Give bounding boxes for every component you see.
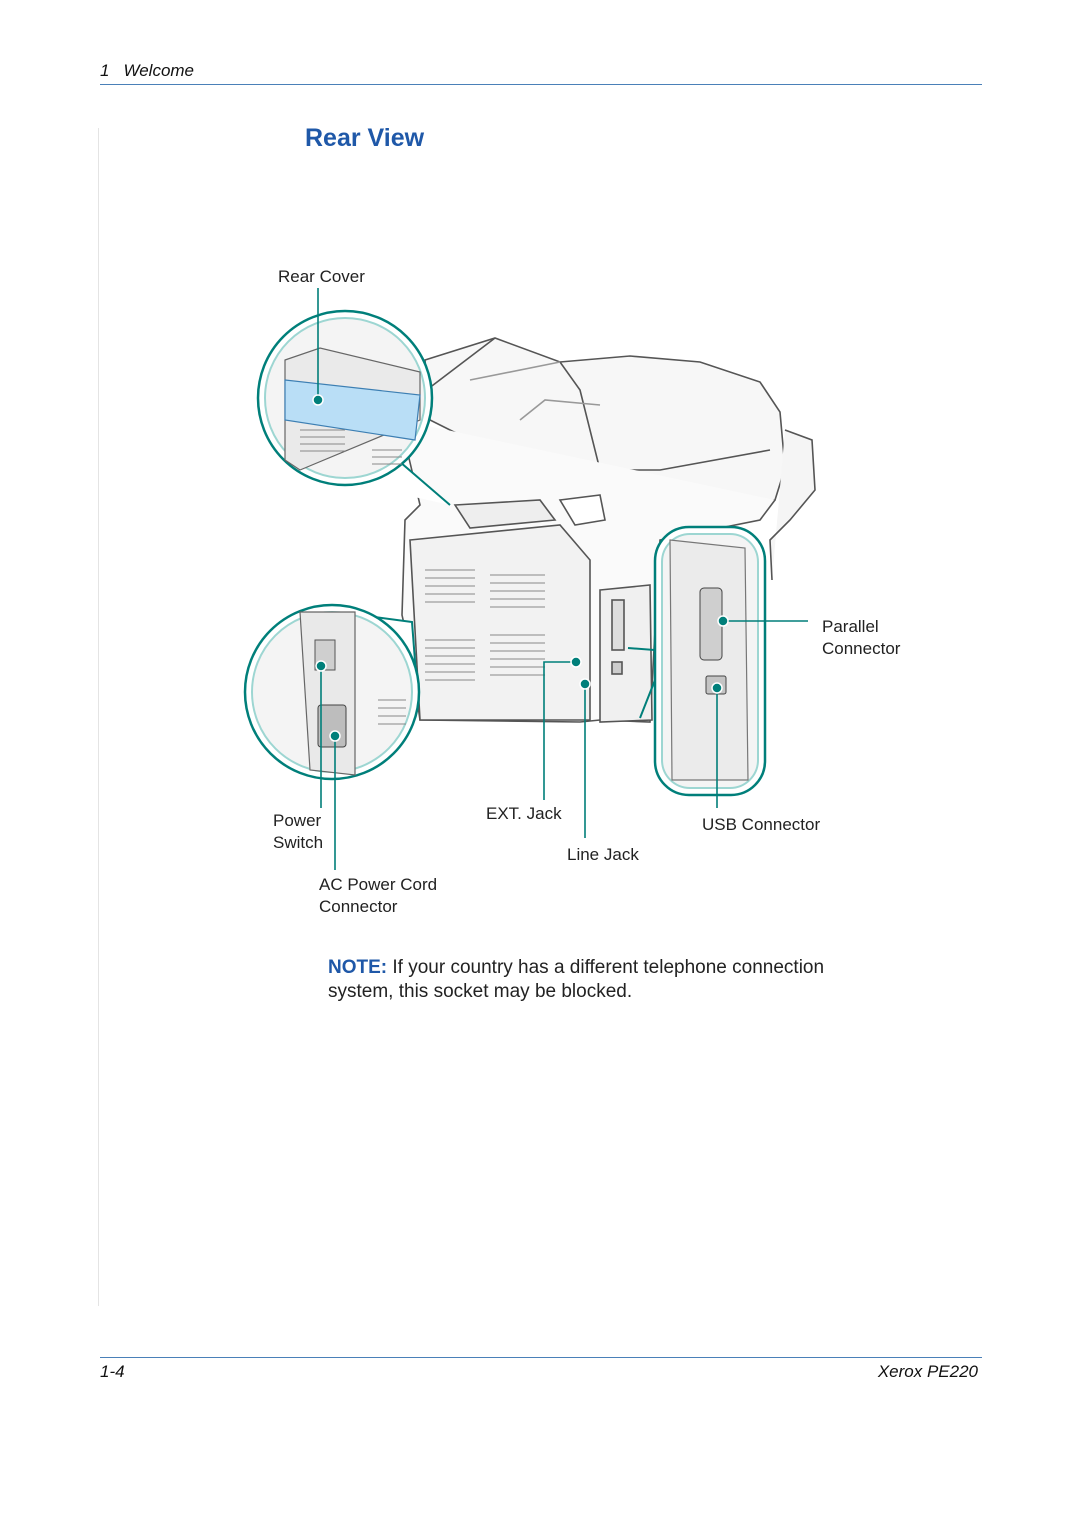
label-power-switch-line2: Switch — [273, 833, 324, 852]
rear-view-illustration — [243, 288, 816, 870]
label-ext-jack: EXT. Jack — [486, 804, 562, 823]
note-text: If your country has a different telephon… — [328, 957, 825, 1002]
power-callout — [243, 603, 421, 781]
label-power-switch-line1: Power — [273, 811, 322, 830]
page-number: 1-4 — [100, 1362, 125, 1381]
product-name: Xerox PE220 — [877, 1362, 978, 1381]
page-title: Rear View — [305, 124, 425, 152]
label-ac-power-cord-line1: AC Power Cord — [319, 875, 438, 894]
note-paragraph: NOTE: If your country has a different te… — [328, 956, 888, 1004]
chapter-number: 1 — [100, 61, 110, 80]
chapter-title: Welcome — [123, 61, 195, 80]
printer-drawing — [399, 337, 816, 723]
callout-dots — [312, 394, 729, 742]
margin-line — [98, 128, 99, 1306]
label-usb-connector: USB Connector — [702, 815, 821, 834]
callout-lines — [317, 288, 808, 870]
label-rear-cover: Rear Cover — [278, 267, 365, 286]
note-keyword: NOTE: — [328, 957, 388, 978]
header-rule — [100, 84, 982, 85]
connector-callout — [627, 525, 767, 797]
label-line-jack: Line Jack — [567, 845, 639, 864]
footer-rule — [100, 1357, 982, 1358]
label-parallel-connector-line2: Connector — [822, 639, 901, 658]
label-parallel-connector-line1: Parallel — [822, 617, 879, 636]
label-ac-power-cord-line2: Connector — [319, 897, 398, 916]
running-header: 1 Welcome — [100, 61, 194, 81]
